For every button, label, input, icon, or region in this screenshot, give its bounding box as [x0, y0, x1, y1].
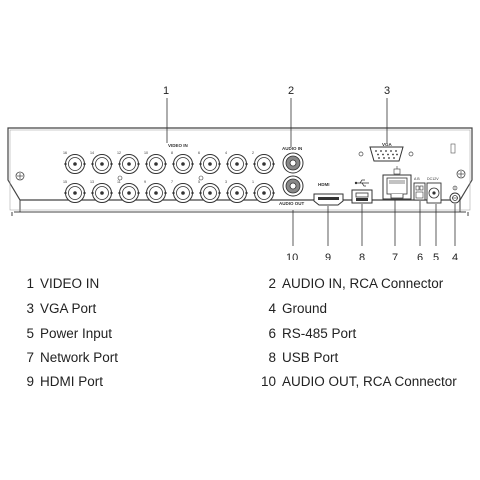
- hdmi-port[interactable]: [313, 193, 344, 206]
- vga-port[interactable]: [358, 146, 414, 162]
- bnc-channel-number: 1: [252, 180, 254, 184]
- bnc-channel-number: 13: [90, 180, 94, 184]
- power-input-port[interactable]: [426, 182, 442, 204]
- bnc-video-in-connector[interactable]: [172, 154, 194, 174]
- callout-7: 7: [392, 252, 398, 260]
- bnc-video-in-connector[interactable]: [199, 183, 221, 203]
- bnc-video-in-connector[interactable]: [226, 154, 248, 174]
- audio-out-rca-connector[interactable]: [282, 175, 304, 197]
- bnc-video-in-connector[interactable]: [91, 183, 113, 203]
- bnc-video-in-connector[interactable]: [118, 183, 140, 203]
- bnc-channel-number: 10: [144, 151, 148, 155]
- power-panel-label: DC12V: [427, 177, 439, 181]
- bnc-video-in-connector[interactable]: [253, 154, 275, 174]
- bnc-video-in-connector[interactable]: [145, 154, 167, 174]
- vga-panel-label: VGA: [382, 142, 393, 147]
- video-in-panel-label: VIDEO IN: [168, 143, 188, 148]
- audio-in-panel-label: AUDIO IN: [282, 146, 302, 151]
- bnc-channel-number: 16: [63, 151, 67, 155]
- callout-6: 6: [417, 252, 423, 260]
- callout-2: 2: [288, 85, 294, 97]
- bnc-channel-number: 5: [198, 180, 200, 184]
- bnc-video-in-connector[interactable]: [118, 154, 140, 174]
- screw-right-icon: [456, 169, 466, 179]
- usb-port[interactable]: [351, 189, 373, 204]
- video-in-bnc-group: 16 14 12 10 8 6 4 2 15 13 11 9 7 5 3 1: [63, 151, 275, 203]
- callout-10: 10: [286, 252, 298, 260]
- bnc-video-in-connector[interactable]: [64, 154, 86, 174]
- ground-screw-icon[interactable]: [449, 192, 461, 204]
- network-port[interactable]: [382, 174, 412, 200]
- network-icon: [393, 166, 401, 175]
- bnc-channel-number: 9: [144, 180, 146, 184]
- callout-1: 1: [163, 85, 169, 97]
- usb-icon: [354, 179, 369, 187]
- marker-icon: [117, 175, 123, 181]
- bnc-channel-number: 11: [117, 180, 121, 184]
- bnc-video-in-connector[interactable]: [91, 154, 113, 174]
- bnc-video-in-connector[interactable]: [199, 154, 221, 174]
- bnc-channel-number: 8: [171, 151, 173, 155]
- bnc-channel-number: 3: [225, 180, 227, 184]
- ground-symbol-icon: [452, 185, 458, 191]
- callout-8: 8: [359, 252, 365, 260]
- audio-in-rca-connector[interactable]: [282, 152, 304, 174]
- bnc-channel-number: 6: [198, 151, 200, 155]
- bnc-channel-number: 7: [171, 180, 173, 184]
- callout-lines: [166, 98, 456, 246]
- bnc-video-in-connector[interactable]: [226, 183, 248, 203]
- bnc-video-in-connector[interactable]: [172, 183, 194, 203]
- callout-9: 9: [325, 252, 331, 260]
- hdmi-panel-label: HDMI: [318, 182, 330, 187]
- screw-left-icon: [15, 171, 25, 181]
- rs485-port[interactable]: [413, 182, 426, 201]
- callout-3: 3: [384, 85, 390, 97]
- bnc-channel-number: 4: [225, 151, 227, 155]
- callout-4: 4: [452, 252, 458, 260]
- bnc-video-in-connector[interactable]: [145, 183, 167, 203]
- bnc-video-in-connector[interactable]: [253, 183, 275, 203]
- bnc-channel-number: 2: [252, 151, 254, 155]
- vent-slot-icon: [450, 143, 456, 154]
- bnc-channel-number: 15: [63, 180, 67, 184]
- callout-5: 5: [433, 252, 439, 260]
- bnc-channel-number: 14: [90, 151, 94, 155]
- bnc-video-in-connector[interactable]: [64, 183, 86, 203]
- rs485-panel-label: A B: [414, 177, 420, 181]
- marker-icon: [198, 175, 204, 181]
- audio-out-panel-label: AUDIO OUT: [279, 201, 305, 206]
- bnc-channel-number: 12: [117, 151, 121, 155]
